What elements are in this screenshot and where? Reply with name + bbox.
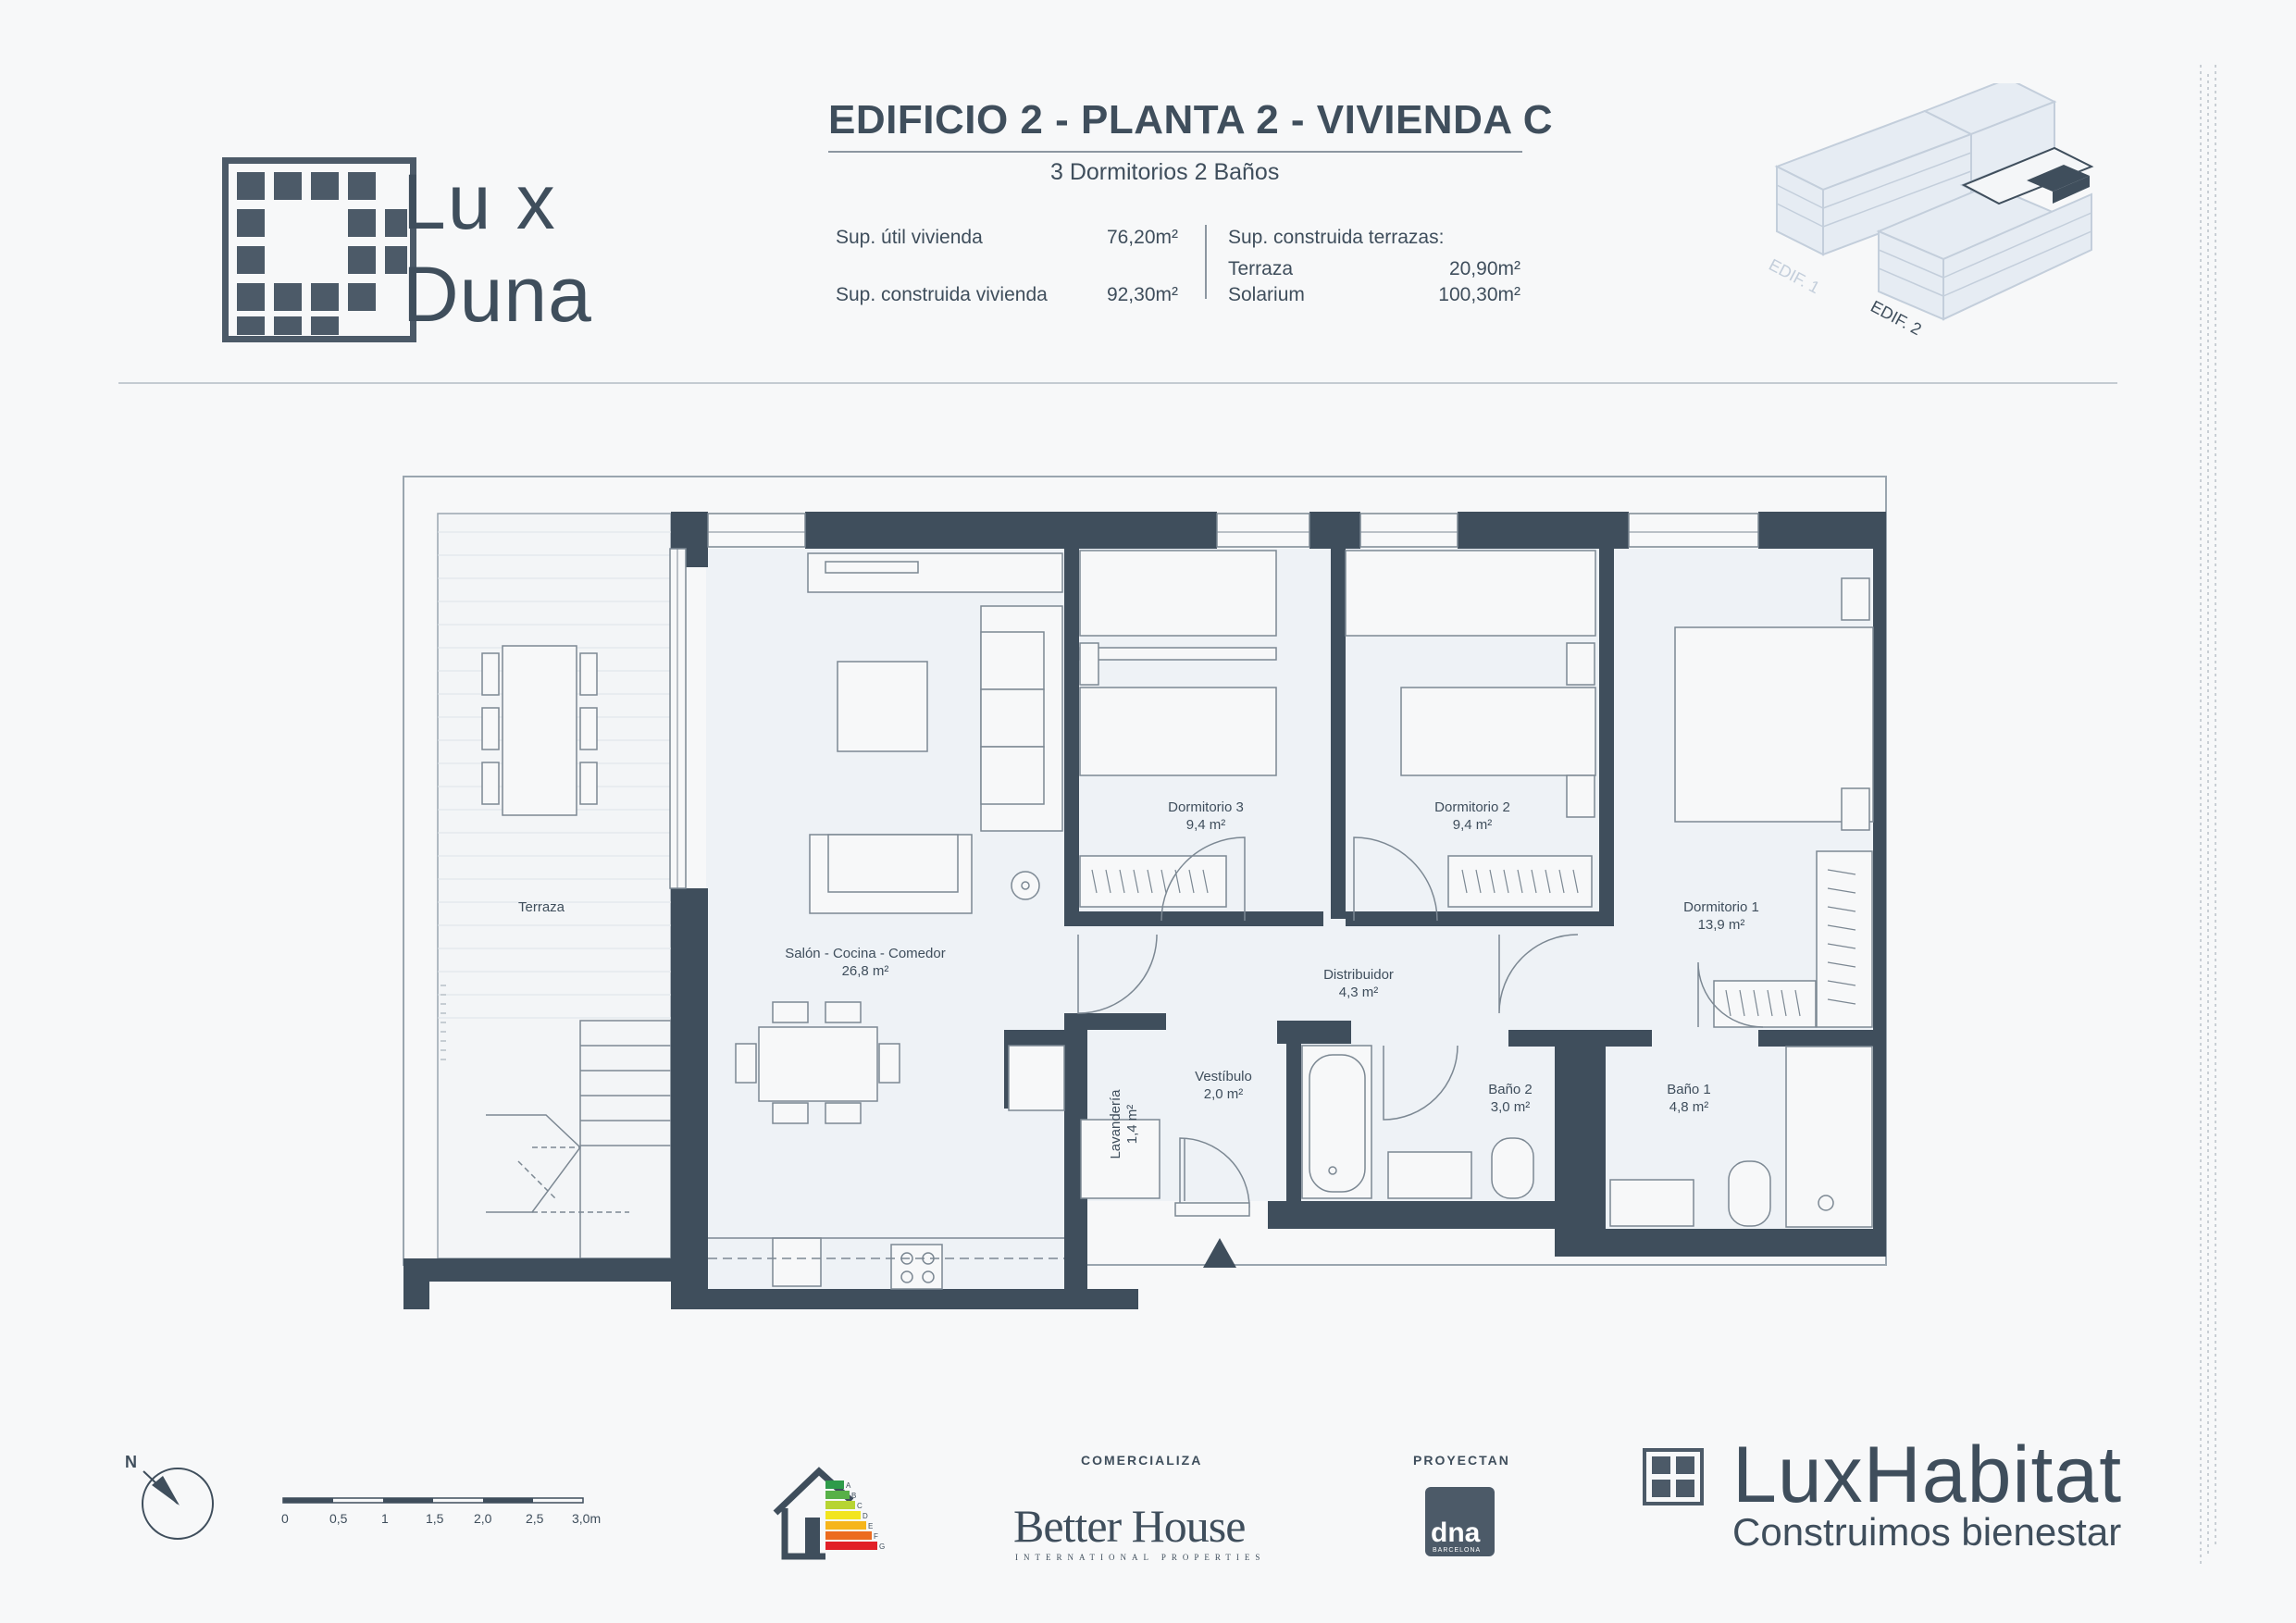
dorm1-furniture — [1674, 577, 1874, 1028]
page-subtitle: 3 Dormitorios 2 Baños — [1050, 159, 1280, 185]
energy-class-c: C — [857, 1502, 863, 1510]
better-house-logo: Better House — [1013, 1500, 1246, 1552]
room-label-dorm3: Dormitorio 3 — [1168, 799, 1244, 815]
room-area-bano1: 4,8 m² — [1669, 1099, 1709, 1115]
room-label-bano2: Baño 2 — [1488, 1082, 1533, 1097]
scale-tick-2: 1 — [381, 1511, 389, 1526]
room-area-bano2: 3,0 m² — [1491, 1099, 1531, 1115]
room-label-distribuidor: Distribuidor — [1323, 967, 1394, 983]
spec-terraza-label: Terraza — [1228, 258, 1294, 279]
scale-bar — [282, 1497, 584, 1504]
proyectan-label: PROYECTAN — [1413, 1453, 1510, 1468]
room-label-dorm2: Dormitorio 2 — [1434, 799, 1510, 815]
energy-class-b: B — [851, 1492, 856, 1500]
spec-solarium-label: Solarium — [1228, 284, 1305, 305]
room-area-dorm1: 13,9 m² — [1698, 917, 1745, 933]
energy-class-g: G — [879, 1542, 885, 1551]
scale-tick-6: 3,0m — [572, 1511, 602, 1526]
room-label-bano1: Baño 1 — [1667, 1082, 1711, 1097]
spec-construida-value: 92,30m² — [1106, 284, 1178, 305]
north-label: N — [125, 1453, 137, 1471]
luxhabitat-brand: LuxHabitat — [1732, 1431, 2123, 1519]
spec-util-value: 76,20m² — [1106, 227, 1178, 248]
energy-class-a: A — [846, 1481, 851, 1490]
doors — [1077, 836, 1764, 1208]
scale-tick-5: 2,5 — [526, 1511, 544, 1526]
dna-logo — [1425, 1487, 1495, 1556]
lux-duna-logo-mark — [222, 157, 416, 342]
scale-tick-4: 2,0 — [474, 1511, 492, 1526]
room-area-vestibulo: 2,0 m² — [1204, 1086, 1244, 1102]
header-divider — [118, 382, 2117, 384]
dna-logo-text: dna — [1431, 1518, 1481, 1548]
entrance-arrow-icon — [1203, 1238, 1236, 1268]
room-label-terraza: Terraza — [518, 899, 565, 915]
energy-class-d: D — [863, 1512, 868, 1520]
energy-class-e: E — [868, 1522, 873, 1530]
luxhabitat-logo-icon — [1643, 1448, 1704, 1505]
spec-terraza-value: 20,90m² — [1448, 258, 1520, 279]
bath-fixtures — [1080, 1045, 1873, 1228]
room-label-dorm1: Dormitorio 1 — [1683, 899, 1759, 915]
room-area-dorm2: 9,4 m² — [1453, 817, 1493, 833]
dorm3-furniture — [1079, 550, 1277, 908]
spec-util-label: Sup. útil vivienda — [836, 227, 983, 248]
spec-solarium-value: 100,30m² — [1438, 284, 1520, 305]
energy-rating-icon: A B C D E F G — [773, 1467, 885, 1560]
room-area-salon: 26,8 m² — [842, 963, 889, 979]
dorm2-furniture — [1345, 550, 1596, 908]
key-plan: EDIF. 1 EDIF. 2 — [1766, 83, 2094, 339]
luxhabitat-slogan: Construimos bienestar — [1732, 1510, 2122, 1554]
brand-name-line1: Lu x — [403, 158, 557, 245]
energy-class-f: F — [874, 1532, 878, 1541]
dna-logo-sub: BARCELONA — [1433, 1547, 1482, 1554]
windows — [669, 513, 1759, 889]
comercializa-label: COMERCIALIZA — [1081, 1453, 1203, 1468]
legal-text-strip — [2200, 65, 2216, 1564]
scale-tick-3: 1,5 — [426, 1511, 444, 1526]
room-label-vestibulo: Vestíbulo — [1195, 1069, 1252, 1084]
north-compass-icon — [142, 1468, 214, 1540]
spec-separator — [1205, 225, 1207, 299]
scale-tick-0: 0 — [281, 1511, 289, 1526]
room-area-dorm3: 9,4 m² — [1186, 817, 1226, 833]
brand-name-line2: Duna — [403, 251, 592, 338]
room-label-lavanderia: Lavandería — [1108, 1089, 1123, 1159]
room-area-distribuidor: 4,3 m² — [1339, 985, 1379, 1000]
walls — [403, 512, 1886, 1309]
terrace-table — [481, 645, 598, 816]
salon-furniture — [735, 552, 1065, 1290]
scale-tick-1: 0,5 — [329, 1511, 348, 1526]
title-underline — [828, 151, 1522, 153]
room-label-salon: Salón - Cocina - Comedor — [785, 946, 945, 961]
better-house-tagline: INTERNATIONAL PROPERTIES — [1015, 1553, 1266, 1562]
page-title: EDIFICIO 2 - PLANTA 2 - VIVIENDA C — [828, 97, 1553, 142]
spec-terrazas-label: Sup. construida terrazas: — [1228, 227, 1445, 248]
room-area-lavanderia: 1,4 m² — [1124, 1105, 1140, 1145]
spec-construida-label: Sup. construida vivienda — [836, 284, 1048, 305]
